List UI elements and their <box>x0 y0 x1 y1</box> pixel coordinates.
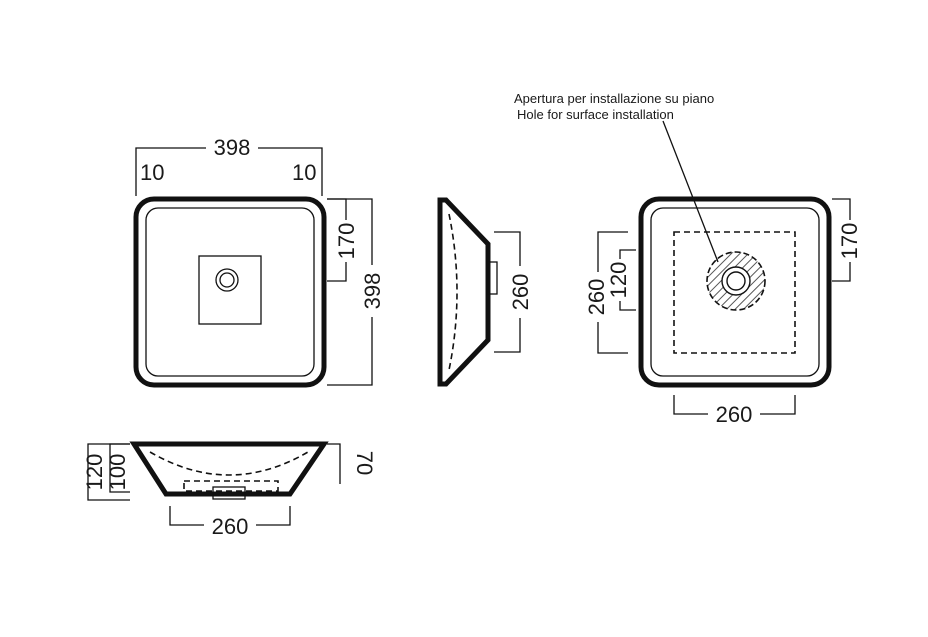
drain-hole-inner <box>726 271 746 291</box>
drain-plate <box>198 255 262 325</box>
left-margin-label: 10 <box>140 160 164 185</box>
cutout-height-label: 260 <box>584 279 609 316</box>
front-drain-tab <box>212 486 246 500</box>
side-view: 260 <box>437 197 533 387</box>
front-rim-label: 70 <box>352 451 377 475</box>
drain-outer-circle <box>215 268 239 292</box>
right-margin-label: 10 <box>292 160 316 185</box>
drain-inner-circle <box>219 272 235 288</box>
side-depth-label: 260 <box>508 274 533 311</box>
front-inner-height-label: 100 <box>105 454 130 491</box>
width-dim-mask <box>206 134 258 160</box>
install-basin-inner-rim <box>650 207 820 377</box>
cutout-height-mask <box>586 272 610 322</box>
basin-outline <box>133 196 327 388</box>
front-profile <box>129 441 329 497</box>
side-drain-tab <box>487 261 498 295</box>
cutout-width-mask <box>708 401 760 427</box>
front-rim-dim <box>327 443 341 484</box>
front-base-dashed <box>183 480 279 492</box>
front-total-height-dim <box>87 443 130 501</box>
top-view: 398 10 10 398 170 <box>133 134 385 388</box>
side-inner-curve <box>448 213 458 371</box>
install-view: Apertura per installazione su piano Hole… <box>514 91 862 427</box>
install-offset-mask <box>838 220 862 262</box>
front-inner-curve <box>149 451 309 476</box>
install-basin-outline <box>638 196 832 388</box>
front-base-label: 260 <box>212 514 249 539</box>
drain-hole-outer <box>721 266 751 296</box>
cutout-dashed-square <box>673 231 796 354</box>
drain-offset-mask <box>336 220 358 262</box>
install-offset-label: 170 <box>837 223 862 260</box>
front-base-mask <box>204 513 256 539</box>
hole-offset-label: 120 <box>606 262 631 299</box>
height-dim-mask <box>360 265 384 317</box>
front-view: 120 100 70 260 <box>82 441 377 539</box>
annotation-leader <box>662 120 719 263</box>
front-inner-height-dim <box>109 443 130 493</box>
hole-offset-mask <box>609 259 631 301</box>
front-total-height-label: 120 <box>82 454 107 491</box>
cutout-width-label: 260 <box>716 402 753 427</box>
height-dim-label: 398 <box>360 273 385 310</box>
side-depth-mask <box>508 266 532 318</box>
annotation-line-1: Apertura per installazione su piano <box>514 91 714 106</box>
annotation-line-2: Hole for surface installation <box>517 107 674 122</box>
basin-inner-rim <box>145 207 315 377</box>
width-dim-label: 398 <box>214 135 251 160</box>
side-profile <box>437 197 491 387</box>
drain-offset-label: 170 <box>334 223 359 260</box>
